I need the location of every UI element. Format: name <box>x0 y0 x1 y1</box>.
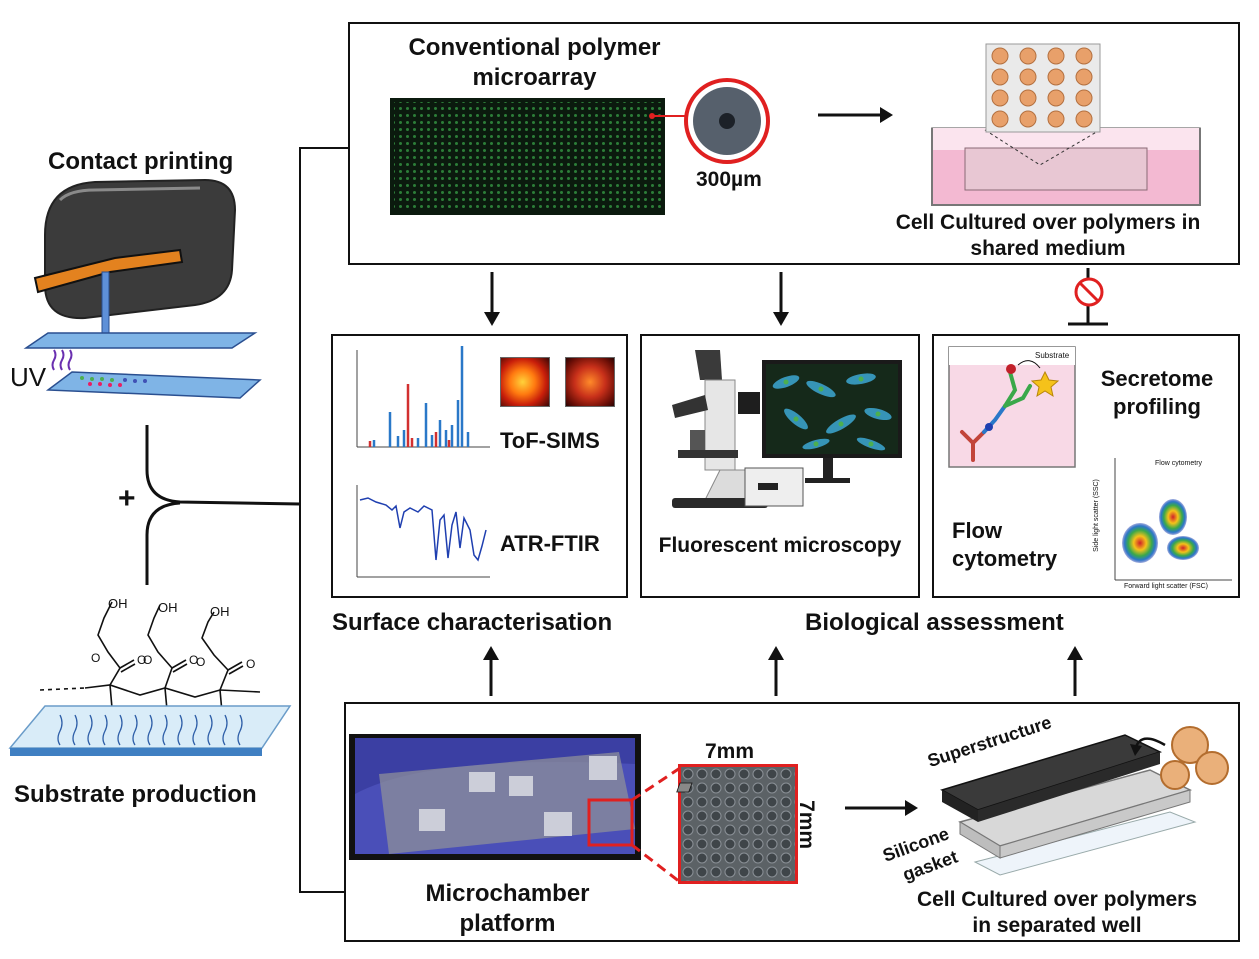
svg-text:O: O <box>143 653 152 667</box>
oh-label-2: OH <box>158 600 178 615</box>
contact-printing-label: Contact printing <box>48 148 234 175</box>
substrate-production-label: Substrate production <box>14 781 257 808</box>
biological-assessment-label: Biological assessment <box>805 609 1064 636</box>
svg-text:O: O <box>189 653 198 667</box>
tof-sims-map-2 <box>565 357 615 407</box>
tof-sims-label: ToF-SIMS <box>500 428 600 453</box>
microarray-title-line2: microarray <box>472 64 597 91</box>
microchamber-platform-label-line1: Microchamber <box>425 880 590 907</box>
uv-label: UV <box>10 362 47 392</box>
dim-width-label: 7mm <box>705 740 755 763</box>
tof-sims-map-1 <box>500 357 550 407</box>
microarray-title-line1: Conventional polymer <box>408 34 661 61</box>
svg-text:O: O <box>196 655 205 669</box>
microchamber-platform-label-line2: platform <box>459 910 556 937</box>
fluorescent-microscopy-label: Fluorescent microscopy <box>658 534 902 557</box>
microchamber-zoom-image <box>678 764 798 884</box>
atr-ftir-label: ATR-FTIR <box>500 531 600 556</box>
scale-label: 300µm <box>696 168 762 191</box>
oh-label-3: OH <box>210 604 230 619</box>
separated-well-caption-line2: in separated well <box>972 914 1142 937</box>
flow-cytometry-label-line1: Flow <box>952 518 1003 543</box>
shared-medium-caption-line2: shared medium <box>970 237 1126 260</box>
secretome-label-line2: profiling <box>1113 394 1201 419</box>
svg-text:O: O <box>137 653 146 667</box>
oh-label-1: OH <box>108 596 128 611</box>
flow-cytometry-label-line2: cytometry <box>952 546 1058 571</box>
flow-xlabel: Forward light scatter (FSC) <box>1124 583 1209 590</box>
shared-medium-caption-line1: Cell Cultured over polymers in <box>895 211 1201 234</box>
svg-text:O: O <box>246 657 255 671</box>
monitor-cells-image <box>762 360 902 458</box>
separated-well-caption-line1: Cell Cultured over polymers <box>916 888 1198 911</box>
microarray-fluorescence-image <box>390 98 665 215</box>
flow-plot-title: Flow cytometry <box>1155 460 1203 467</box>
plus-sign: + <box>118 482 136 515</box>
surface-characterisation-label: Surface characterisation <box>332 609 613 636</box>
substrate-label: Substrate <box>1035 351 1070 360</box>
secretome-label-line1: Secretome <box>1100 366 1214 391</box>
svg-text:O: O <box>91 651 100 665</box>
